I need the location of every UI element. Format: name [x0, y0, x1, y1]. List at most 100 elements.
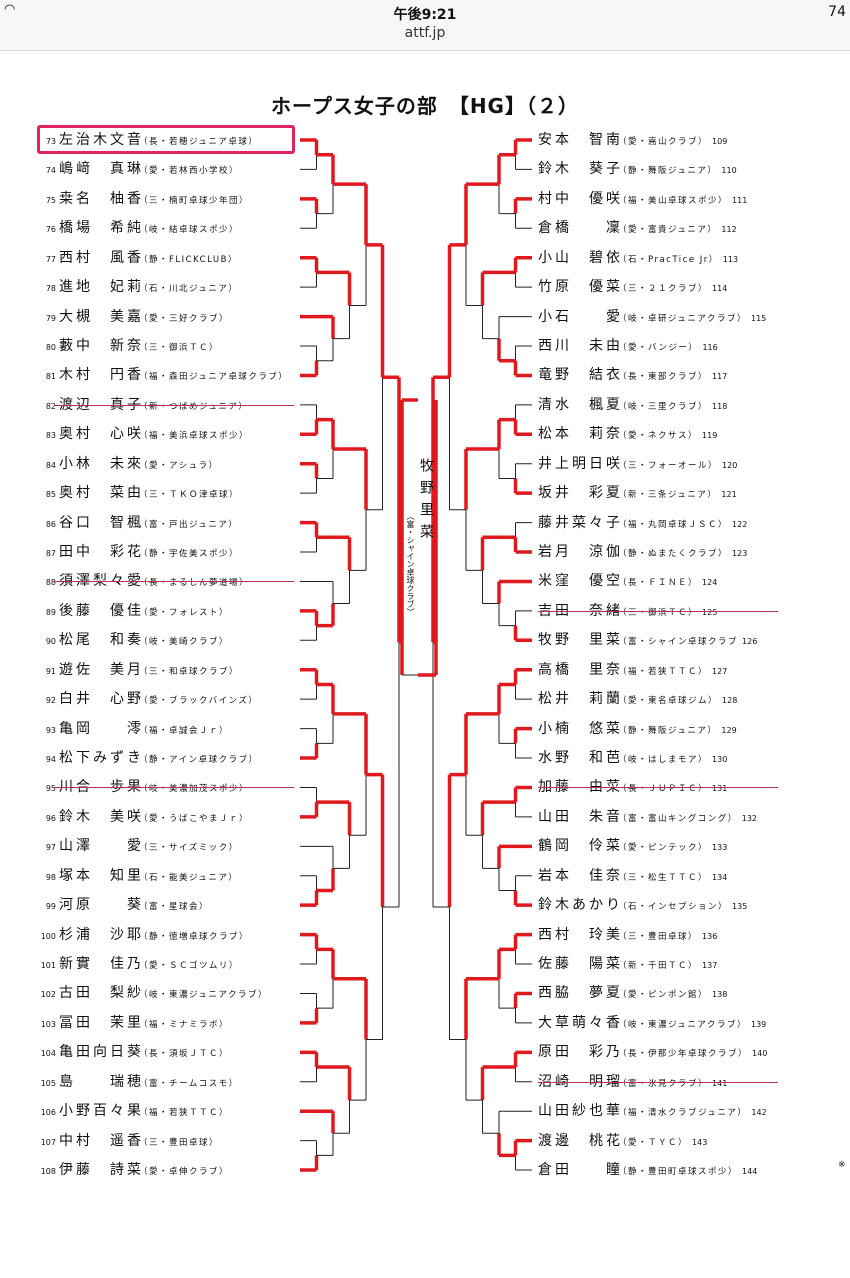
player-entry: 岩本 佳奈（三・松生ＴＴＣ）134: [538, 866, 727, 886]
player-name: 杉浦 沙耶: [59, 926, 144, 943]
player-club: （愛・三好クラブ）: [139, 313, 230, 324]
seed-number: 91: [45, 666, 56, 676]
player-entry: 倉田 瞳（静・豊田町卓球スポ少）144: [538, 1160, 757, 1180]
player-name: 亀岡 澪: [59, 720, 144, 737]
seed-number: 135: [732, 902, 748, 912]
seed-number: 90: [45, 637, 56, 647]
seed-number: 110: [721, 166, 737, 176]
player-name: 新實 佳乃: [59, 956, 144, 973]
seed-number: 133: [712, 843, 728, 853]
player-club: （福・森田ジュニア卓球クラブ）: [139, 372, 289, 383]
player-club: （岐・卓研ジュニアクラブ）: [618, 313, 747, 324]
seed-number: 74: [45, 166, 56, 176]
player-club: （福・清水クラブジュニア）: [618, 1108, 748, 1119]
player-entry: 山田紗也華（福・清水クラブジュニア）142: [538, 1101, 767, 1121]
player-club: （新・千田ＴＣ）: [618, 961, 699, 972]
seed-number: 144: [742, 1167, 758, 1177]
player-club: （三・フォーオール）: [618, 460, 719, 471]
player-club: （静・宇佐美スポ少）: [139, 549, 240, 560]
player-entry: 鶴岡 伶菜（愛・ピンテック）133: [538, 836, 727, 856]
player-club: （静・舞阪ジュニア）: [618, 725, 718, 736]
player-name: 鈴木 美咲: [59, 808, 144, 825]
player-name: 小石 愛: [538, 308, 623, 325]
player-name: 安本 智南: [538, 132, 623, 148]
player-entry: 竜野 結衣（長・東部クラブ）117: [538, 365, 727, 385]
seed-number: 143: [692, 1137, 708, 1147]
player-name: 奥村 心咲: [59, 426, 144, 443]
player-entry: 岩月 涼伽（静・ぬまたくクラブ）123: [538, 542, 747, 562]
player-club: （愛・ブラックバインズ）: [139, 696, 259, 707]
seed-number: 104: [40, 1049, 56, 1059]
note-mark: ※: [838, 1160, 846, 1170]
player-entry: 加藤 由菜（長・ＪＵＰＩＣ）131: [538, 777, 778, 797]
withdrawn-strike: [538, 787, 778, 789]
page-title: ホープス女子の部 【HG】（２）: [271, 94, 579, 118]
player-entry: 松井 莉蘭（愛・東名卓球ジム）128: [538, 689, 737, 709]
player-club: （三・サイズミック）: [139, 843, 239, 854]
seed-number: 87: [45, 549, 56, 559]
seed-number: 142: [751, 1108, 767, 1118]
player-club: （愛・ＴＹＣ）: [618, 1137, 689, 1148]
player-name: 小山 碧依: [538, 249, 623, 266]
player-club: （愛・ＳＣゴツムリ）: [139, 961, 239, 972]
player-entry: 小石 愛（岐・卓研ジュニアクラブ）115: [538, 307, 766, 327]
player-name: 高橋 里奈: [538, 661, 623, 678]
player-club: （静・FLICKCLUB）: [139, 254, 238, 265]
seed-number: 121: [721, 490, 737, 500]
player-club: （愛・ネクサス）: [618, 431, 699, 442]
player-name: 古田 梨紗: [59, 985, 144, 1002]
seed-number: 119: [702, 431, 718, 441]
player-club: （岐・東濃ジュニアクラブ）: [139, 990, 268, 1001]
player-name: 遊佐 美月: [59, 661, 144, 678]
seed-number: 131: [712, 784, 728, 794]
player-entry: 村中 優咲（福・美山卓球スポ少）111: [538, 189, 747, 209]
player-club: （岐・東濃ジュニアクラブ）: [618, 1019, 747, 1030]
player-name: 松下みずき: [59, 750, 144, 767]
player-name: 小林 未來: [59, 455, 144, 472]
player-club: （石・川北ジュニア）: [139, 284, 239, 295]
player-club: （三・松生ＴＴＣ）: [618, 872, 709, 883]
player-name: 山澤 愛: [59, 838, 144, 855]
seed-number: 123: [732, 549, 748, 559]
seed-number: 101: [40, 961, 56, 971]
seed-number: 102: [40, 990, 56, 1000]
player-name: 嶋﨑 真琳: [59, 161, 144, 178]
player-club: （静・ぬまたくクラブ）: [618, 549, 729, 560]
player-name: 鈴木 葵子: [538, 161, 623, 178]
url-bar[interactable]: attf.jp: [404, 25, 446, 41]
player-club: （愛・卓伸クラブ）: [139, 1167, 230, 1178]
player-entry: 吉田 奈緒（三・御浜ＴＣ）125: [538, 601, 778, 621]
player-name: 清水 楓夏: [538, 396, 623, 413]
player-club: （富・戸出ジュニア）: [139, 519, 239, 530]
player-entry: 鈴木 葵子（静・舞阪ジュニア）110: [538, 159, 737, 179]
player-name: 田中 彩花: [59, 544, 144, 561]
player-name: 牧野 里菜: [538, 632, 623, 649]
player-entry: 井上明日咲（三・フォーオール）120: [538, 454, 737, 474]
player-club: （岐・結卓球スポ少）: [139, 225, 240, 236]
player-name: 木村 円香: [59, 367, 144, 384]
seed-number: 122: [732, 519, 748, 529]
seed-number: 127: [712, 666, 728, 676]
player-club: （福・若狭ＴＴＣ）: [618, 666, 709, 677]
player-name: 塚本 知里: [59, 867, 144, 884]
player-name: 小楠 悠菜: [538, 720, 623, 737]
player-club: （福・美浜卓球スポ少）: [139, 431, 250, 442]
player-name: 渡邊 桃花: [538, 1132, 623, 1149]
player-name: 藤井菜々子: [538, 514, 623, 531]
player-club: （長・ＦＩＮＥ）: [618, 578, 699, 589]
player-club: （愛・うばこやまＪｒ）: [139, 813, 250, 824]
player-club: （富・星球会）: [139, 902, 210, 913]
player-club: （石・PracTice Jr）: [618, 254, 719, 265]
player-club: （愛・フォレスト）: [139, 607, 230, 618]
player-club: （静・徳増卓球クラブ）: [139, 931, 250, 942]
